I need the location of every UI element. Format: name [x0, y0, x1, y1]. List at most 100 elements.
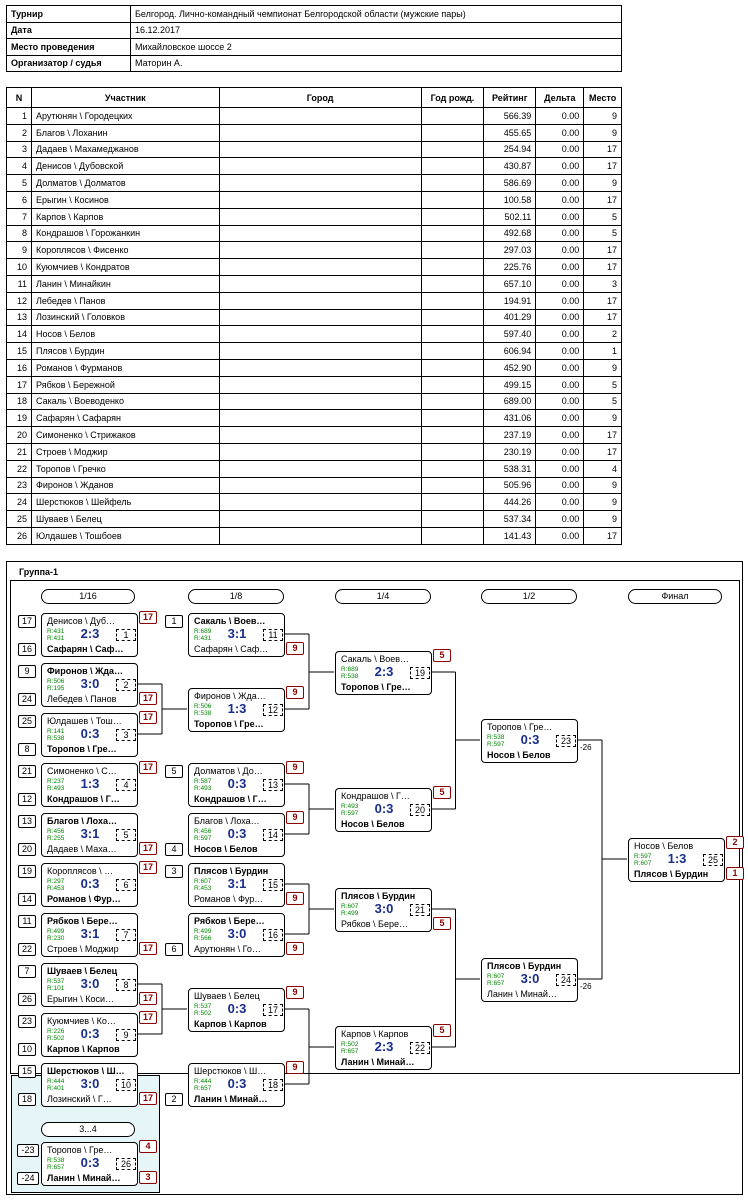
participant-cell: 1: [583, 342, 622, 360]
participant-cell: 9: [583, 409, 622, 428]
participant-cell: Носов \ Белов: [31, 325, 220, 344]
participant-cell: 9: [583, 493, 622, 512]
participant-cell: [420, 107, 485, 125]
match-score: 2:3: [374, 664, 394, 679]
participant-cell: 401.29: [483, 308, 537, 327]
participant-cell: [420, 291, 485, 310]
match-number: 11: [263, 629, 283, 641]
participant-cell: 15: [6, 342, 32, 360]
participant-cell: [218, 426, 422, 444]
participant-cell: 225.76: [483, 258, 537, 276]
place-badge: 17: [139, 761, 157, 774]
match-rating-2: R:453: [194, 885, 212, 892]
participant-cell: [218, 174, 422, 192]
match-score: 0:3: [80, 876, 100, 891]
match-player-1: Плясов \ Бурдин: [194, 866, 269, 876]
match-rating-2: R:607: [634, 860, 652, 867]
match-number: 22: [410, 1042, 430, 1054]
match-number: 15: [263, 879, 283, 891]
match-number: 12: [263, 704, 283, 716]
participant-cell: 17: [583, 157, 622, 176]
participant-cell: Ланин \ Минайкин: [31, 274, 220, 293]
match-number: 9: [116, 1029, 136, 1041]
participant-cell: 9: [6, 241, 32, 260]
match-player-1: Торопов \ Гре…: [47, 1145, 113, 1155]
match-score: 2:3: [80, 626, 100, 641]
participant-cell: [420, 140, 485, 159]
match-rating-2: R:101: [47, 985, 65, 992]
seed-box: 10: [18, 1043, 36, 1056]
participant-cell: 4: [6, 157, 32, 176]
column-header: Город: [218, 87, 422, 108]
info-label: Дата: [6, 21, 131, 39]
match-rating-1: R:456: [194, 828, 212, 835]
place-badge: 2: [726, 836, 744, 849]
participant-cell: 0.00: [535, 190, 585, 209]
match-number: 8: [116, 979, 136, 991]
match-score: 0:3: [520, 732, 540, 747]
match-rating-1: R:499: [194, 928, 212, 935]
match-score: 3:0: [80, 1076, 100, 1091]
match-number: 23: [556, 735, 576, 747]
round-header: 1/2: [481, 589, 577, 604]
participant-cell: 194.91: [483, 291, 537, 310]
match-score: 3:1: [227, 626, 247, 641]
match-player-1: Рябков \ Бере…: [194, 916, 265, 926]
participant-cell: 0.00: [535, 526, 585, 545]
participant-cell: [420, 190, 485, 209]
participant-cell: [218, 308, 422, 327]
participant-cell: 230.19: [483, 442, 537, 461]
match-rating-2: R:493: [194, 785, 212, 792]
participant-cell: [420, 342, 485, 360]
seed-box: 20: [18, 843, 36, 856]
match-rating-1: R:456: [47, 828, 65, 835]
participant-cell: [218, 459, 422, 478]
participant-cell: 17: [583, 426, 622, 444]
participant-cell: [420, 392, 485, 411]
match-rating-1: R:493: [341, 803, 359, 810]
participant-cell: 0.00: [535, 308, 585, 327]
seed-box: -24: [17, 1172, 39, 1185]
match-number: 16: [263, 929, 283, 941]
group-title: Группа-1: [19, 567, 59, 577]
match-score: 3:1: [80, 926, 100, 941]
participant-cell: 13: [6, 308, 32, 327]
match-rating-2: R:566: [194, 935, 212, 942]
participant-cell: [420, 493, 485, 512]
participant-cell: Лозинский \ Головков: [31, 308, 220, 327]
participant-cell: 0.00: [535, 207, 585, 226]
place-badge: 9: [286, 1061, 304, 1074]
participant-cell: 3: [583, 274, 622, 293]
match-player-1: Фиронов \ Жда…: [194, 691, 266, 701]
participant-cell: Торопов \ Гречко: [31, 459, 220, 478]
match-rating-2: R:502: [47, 1035, 65, 1042]
participant-cell: 3: [6, 140, 32, 159]
participant-cell: 26: [6, 526, 32, 545]
participant-cell: 20: [6, 426, 32, 444]
match-rating-1: R:431: [47, 628, 65, 635]
participant-cell: 24: [6, 493, 32, 512]
participant-cell: [420, 526, 485, 545]
participant-cell: 6: [6, 190, 32, 209]
participant-cell: Юлдашев \ Тошбоев: [31, 526, 220, 545]
participant-cell: 17: [6, 375, 32, 394]
participant-cell: 566.39: [483, 107, 537, 125]
match-rating-2: R:657: [47, 1164, 65, 1171]
participant-cell: [420, 224, 485, 243]
match-number: 4: [116, 779, 136, 791]
participant-cell: 2: [583, 325, 622, 344]
match-score: 0:3: [80, 1155, 100, 1170]
loser-link-label: -26: [580, 982, 592, 991]
participant-cell: 9: [583, 476, 622, 495]
column-header: Рейтинг: [483, 87, 537, 108]
